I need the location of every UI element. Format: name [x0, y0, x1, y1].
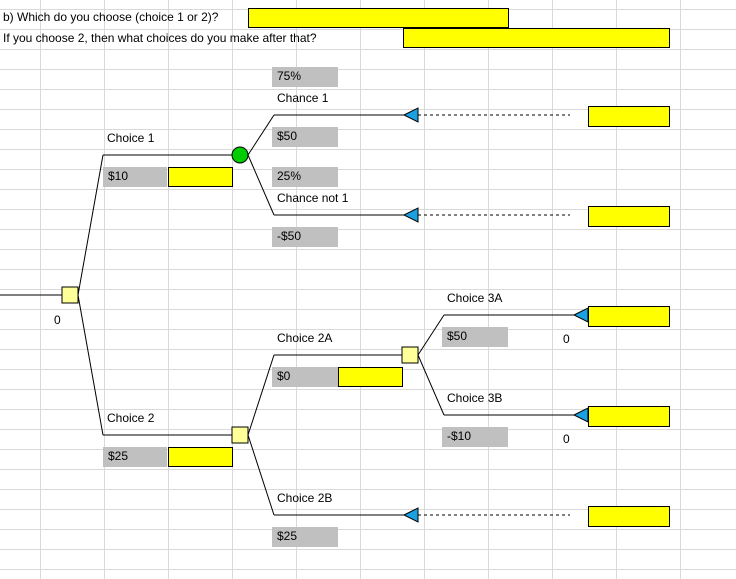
choice1-label: Choice 1 [107, 131, 155, 145]
chance-not1-label: Chance not 1 [277, 191, 349, 205]
terminal-node-chance-not1-icon [402, 207, 419, 223]
choice3b-value: -$10 [442, 427, 508, 447]
chance-not1-result-input[interactable] [588, 206, 670, 227]
choice2a-input[interactable] [338, 367, 403, 387]
terminal-node-choice3b-icon [572, 407, 589, 423]
chance-node-icon [231, 146, 249, 164]
chance-not1-value: -$50 [272, 227, 338, 247]
choice3a-result: 0 [563, 332, 570, 346]
choice2b-value: $25 [272, 527, 338, 547]
chance-not1-probability: 25% [272, 167, 338, 187]
choice1-input[interactable] [168, 167, 233, 187]
choice2b-result-input[interactable] [588, 506, 670, 527]
chance1-label: Chance 1 [277, 91, 329, 105]
question-b-line2: If you choose 2, then what choices do yo… [3, 31, 317, 45]
chance1-result-input[interactable] [588, 106, 670, 127]
choice3a-label: Choice 3A [447, 291, 503, 305]
answer-choice-input[interactable] [248, 8, 509, 28]
decision-node-choice2-icon [231, 426, 249, 444]
choice3b-result: 0 [563, 432, 570, 446]
choice3a-result-input[interactable] [588, 306, 670, 327]
root-value: 0 [54, 313, 61, 327]
choice2a-label: Choice 2A [277, 331, 333, 345]
decision-node-choice2a-icon [401, 346, 419, 364]
terminal-node-choice2b-icon [402, 507, 419, 523]
decision-node-root-icon [61, 286, 79, 304]
choice3b-result-input[interactable] [588, 406, 670, 427]
choice2-value: $25 [103, 447, 167, 467]
choice1-value: $10 [103, 167, 167, 187]
choice3a-value: $50 [442, 327, 508, 347]
terminal-node-choice3a-icon [572, 307, 589, 323]
choice2-input[interactable] [168, 447, 233, 467]
chance1-probability: 75% [272, 67, 338, 87]
choice3b-label: Choice 3B [447, 391, 503, 405]
choice2a-value: $0 [272, 367, 338, 387]
answer-subsequent-choices-input[interactable] [403, 28, 670, 48]
terminal-node-chance1-icon [402, 107, 419, 123]
choice2-label: Choice 2 [107, 411, 155, 425]
question-b-line1: b) Which do you choose (choice 1 or 2)? [3, 10, 219, 24]
choice2b-label: Choice 2B [277, 491, 333, 505]
chance1-value: $50 [272, 127, 338, 147]
